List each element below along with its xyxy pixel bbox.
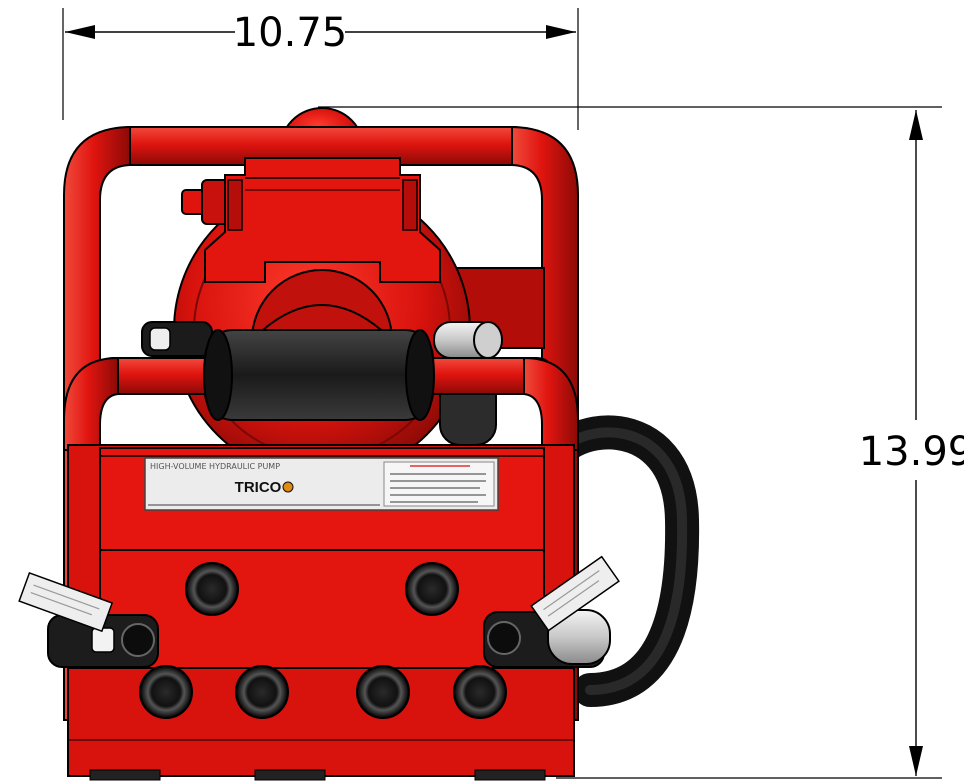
spec-lines bbox=[390, 465, 486, 503]
motor-fitting-left bbox=[141, 321, 213, 357]
port bbox=[185, 562, 239, 616]
height-dimension-label: 13.99 bbox=[859, 429, 964, 475]
nameplate: HIGH-VOLUME HYDRAULIC PUMP TRICO bbox=[144, 457, 499, 511]
hydraulic-hose bbox=[531, 415, 700, 707]
handle-grip bbox=[203, 329, 435, 421]
port bbox=[139, 665, 193, 719]
hydraulic-ports bbox=[139, 562, 507, 719]
product-line-text: HIGH-VOLUME HYDRAULIC PUMP bbox=[150, 462, 280, 471]
port bbox=[235, 665, 289, 719]
base-feet bbox=[89, 769, 546, 781]
right-coupler bbox=[483, 555, 620, 668]
width-dimension-label: 10.75 bbox=[233, 10, 348, 56]
port bbox=[356, 665, 410, 719]
dimension-width: 10.75 bbox=[62, 8, 579, 130]
brand-logo-mark bbox=[282, 481, 294, 493]
dimension-height: 13.99 bbox=[318, 106, 964, 779]
port bbox=[405, 562, 459, 616]
left-coupler bbox=[18, 571, 159, 668]
brand-logo-text: TRICO bbox=[235, 479, 282, 496]
port bbox=[453, 665, 507, 719]
pump-head bbox=[181, 157, 441, 283]
